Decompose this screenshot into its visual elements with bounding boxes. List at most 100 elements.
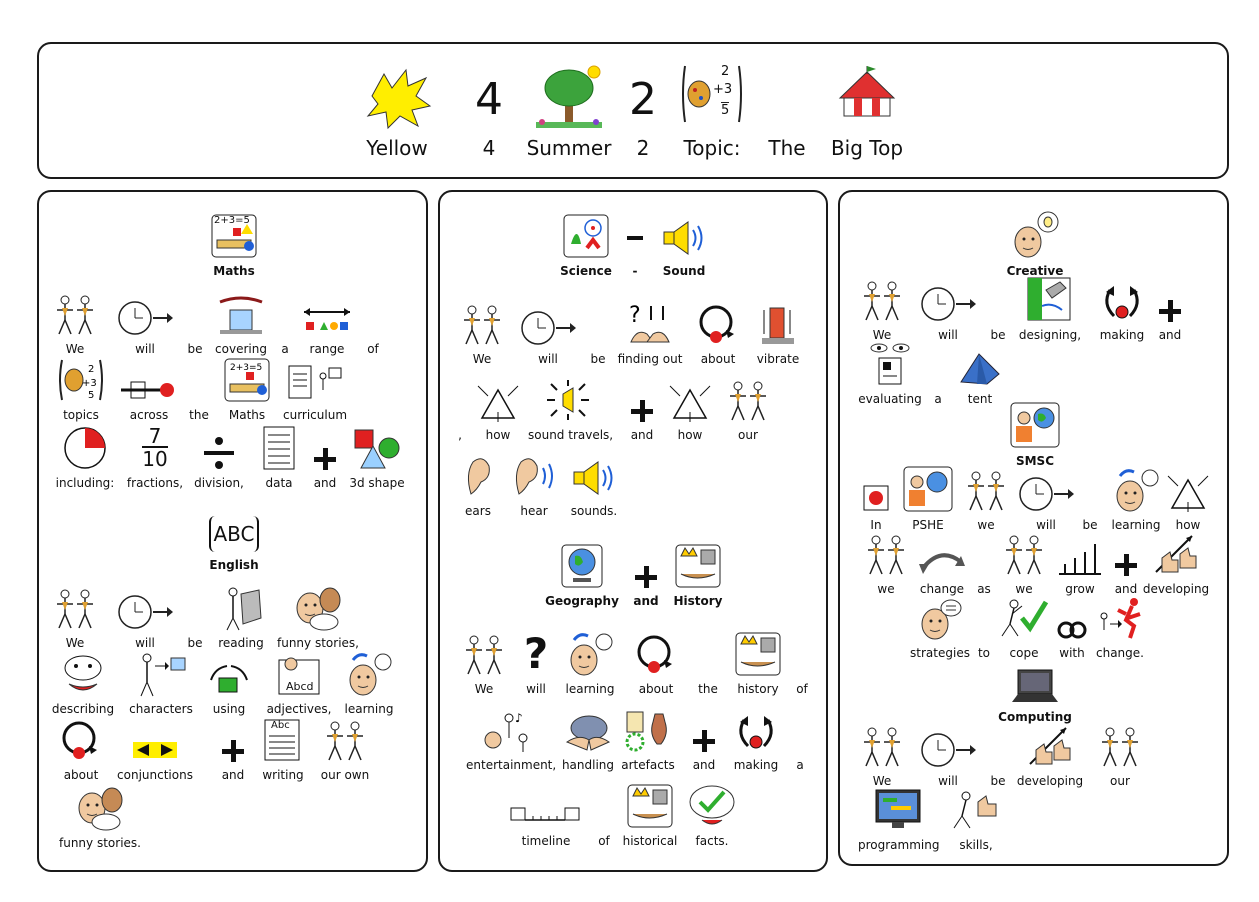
our-icon [729,381,767,421]
word-ears: ears [438,450,518,518]
word-as: as [977,582,991,596]
word-curriculum: curriculum [275,354,355,422]
and-heading: and [606,540,686,608]
vibrate-icon [762,307,794,344]
word-evaluating: evaluating [850,338,930,406]
plus-icon [314,448,336,470]
we-icon [56,589,94,629]
funny-stories-icon [296,587,341,631]
plus-icon [222,740,244,762]
word-3d-shape: 3d shape [337,422,417,490]
svg-text:?: ? [629,303,641,328]
abc-icon: ABC [209,516,259,552]
header-item-summer: Summer [521,44,617,181]
word-be-5: be [1082,518,1098,532]
word-will-2: will [105,582,185,650]
word-our-own: our own [305,714,385,782]
word-sounds: sounds. [554,450,634,518]
grow-icon [1059,544,1101,575]
designing-icon [1027,277,1071,321]
facts-icon [689,785,735,825]
word-comma: , [458,428,462,442]
we-icon [56,295,94,335]
word-to: to [977,646,991,660]
word-about-3: about [616,628,696,696]
word-about-2: about [678,298,758,366]
we-icon [863,281,901,321]
learning-icon [349,653,392,696]
hear-icon [515,458,553,495]
history-icon [675,544,721,588]
word-learning-2: learning [550,628,630,696]
science-heading: Science [546,210,626,278]
header-item-topic: 2 +3 5 Topic: [675,44,749,181]
about-icon [62,721,99,761]
word-historical: historical [610,780,690,848]
header-panel: Yellow 4 4 Summer 2 2 2 +3 5 Topic: [37,42,1229,179]
word-about: about [41,714,121,782]
word-we-7: we [846,528,926,596]
we-icon [967,471,1005,511]
speaker-icon [663,221,703,255]
word-programming: programming [858,784,939,852]
word-sound-travels: sound travels, [528,374,613,442]
word-a-2: a [796,758,804,772]
funny-stories-icon [78,787,123,831]
word-we-2: We [35,582,115,650]
smsc-icon [1010,402,1060,448]
word-we: We [35,288,115,356]
our-icon [1101,727,1139,767]
header-label-yellow: Yellow [366,136,428,160]
how-icon [1167,475,1209,512]
across-icon [121,381,174,399]
topic-number-top: 2 [721,64,730,79]
history-icon [735,632,781,676]
curriculum-icon [288,365,342,399]
plus-icon [693,730,715,752]
word-of-2: of [796,682,808,696]
learning-icon [570,633,613,676]
division-icon [204,437,234,469]
word-we-9: We [842,720,922,788]
artefacts-icon [625,711,667,752]
computing-heading: Computing [995,656,1075,724]
svg-text:+3: +3 [82,378,97,389]
word-in: In [836,464,916,532]
word-division: division, [179,422,259,490]
word-grow: grow [1040,528,1120,596]
developing-icon [1029,727,1071,765]
word-skills: skills, [936,784,1016,852]
we-icon [463,305,501,345]
pshe-icon [903,466,953,512]
word-conjunctions: conjunctions [115,714,195,782]
svg-text:2+3=5: 2+3=5 [230,363,262,373]
header-label-big-top: Big Top [830,136,904,160]
header-number-2: 2 [629,74,657,125]
word-our: our [708,374,788,442]
topics-icon: 2+35 [59,359,103,401]
using-icon [210,665,248,693]
writing-icon [264,719,300,761]
maths-small-icon: 2+3=5 [224,358,270,402]
word-using: using [189,648,269,716]
covering-icon [219,296,263,334]
header-item-yellow: Yellow [357,44,437,181]
header-label-the: The [768,136,806,160]
maths-icon [211,214,257,258]
including-icon [64,427,106,469]
word-how-2: how [650,374,730,442]
word-learning: learning [329,648,409,716]
smsc-heading: SMSC [995,400,1075,468]
header-label-2: 2 [636,136,650,160]
word-will-3: will [508,298,588,366]
word-funny-stories: funny stories, [277,582,359,650]
change-icon [919,553,965,574]
fraction-bottom: 10 [142,447,168,471]
word-will: will [105,288,185,356]
word-we-3: We [442,298,522,366]
word-be-2: be [187,636,203,650]
word-we-6: we [946,464,1026,532]
word-pshe: PSHE [888,464,968,532]
